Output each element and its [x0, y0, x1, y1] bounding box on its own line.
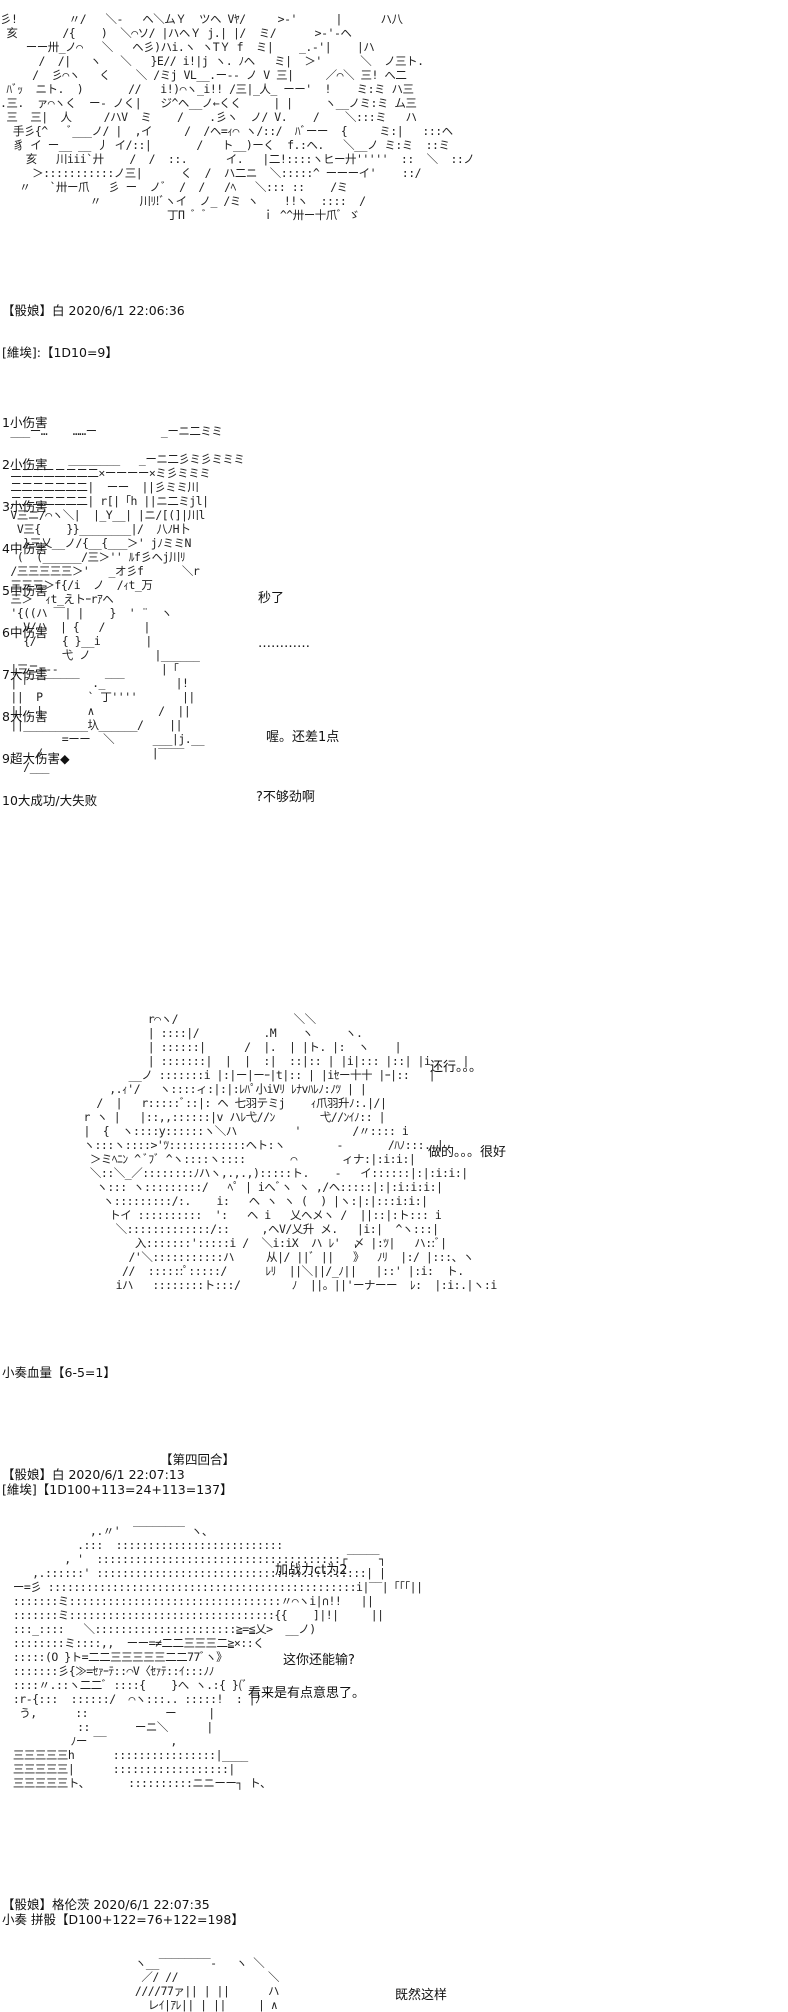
post-1: 【骰娘】白 2020/6/1 22:06:36 [維埃]:【1D10=9】 1小… [2, 276, 185, 850]
dialogue: 看来是有点意思了。 [248, 1686, 366, 1701]
damage-row: 6中伤害 [2, 625, 48, 640]
dialogue: ?不够劲啊 [256, 790, 315, 805]
dice-roll: 小奏 拼骰【D100+122=76+122=198】 [2, 1912, 244, 1927]
dialogue: 既然这样 [395, 1988, 448, 2003]
dice-roll: [維埃]【1D100+113=24+113=137】 [2, 1482, 233, 1497]
hp-line: 小奏血量【6-5=1】 [2, 1365, 116, 1380]
dialogue: ………… [258, 636, 310, 651]
damage-row: 5中伤害 [2, 583, 48, 598]
dialogue: 这你还能输? [283, 1653, 355, 1668]
damage-row: 2小伤害 [2, 457, 48, 472]
damage-table: 1小伤害 2小伤害 3小伤害 4中伤害 5中伤害 6中伤害 7大伤害 8大伤害 … [2, 388, 185, 836]
ascii-art-2: ___ー… ……ー _ーニ二ミミ ________ _ーニ二彡ミ彡ミミミ 二二二… [10, 423, 245, 774]
damage-row: 3小伤害 [2, 499, 48, 514]
dialogue: 还行。。。 [430, 1060, 483, 1075]
post-header: 【骰娘】格伦茨 2020/6/1 22:07:35 [2, 1897, 210, 1912]
ascii-art-3: r⌒ヽ/ ＼＼ | ::::|/ .M ヽ ヽ. | ::::::| / |. … [83, 1011, 498, 1292]
ascii-art-5: ヽ__‾‾‾‾‾‾‾‾- ヽ ＼ ／/ // ＼ ////77ァ|| | || … [134, 1955, 280, 2012]
damage-row: 9超大伤害◆ [2, 751, 70, 766]
round-title: 【第四回合】 [160, 1452, 236, 1467]
post-header: 【骰娘】白 2020/6/1 22:06:36 [2, 303, 185, 318]
ascii-art-top: 彡! 〃/ ＼- ヘ＼ムＹ ツヘ Vﾔ/ >-' | ハ八 亥 /{ ) ＼⌒ソ… [0, 11, 475, 222]
dialogue: 加战力ct为2 [275, 1563, 348, 1578]
damage-row: 4中伤害 [2, 541, 48, 556]
post-header: 【骰娘】白 2020/6/1 22:07:13 [2, 1467, 185, 1482]
dialogue: 喔。还差1点 [266, 730, 340, 745]
damage-row: 7大伤害 [2, 667, 48, 682]
dialogue: 做的。。。很好 [428, 1145, 507, 1160]
dialogue: 秒了 [258, 591, 285, 606]
ascii-art-4: ,.〃' ‾‾‾‾‾‾‾‾ ヽ、 .::: ::::::::::::::::::… [12, 1523, 423, 1790]
damage-row: 8大伤害 [2, 709, 48, 724]
damage-row: 1小伤害 [2, 415, 48, 430]
dice-roll: [維埃]:【1D10=9】 [2, 345, 118, 360]
damage-row: 10大成功/大失败 [2, 793, 98, 808]
